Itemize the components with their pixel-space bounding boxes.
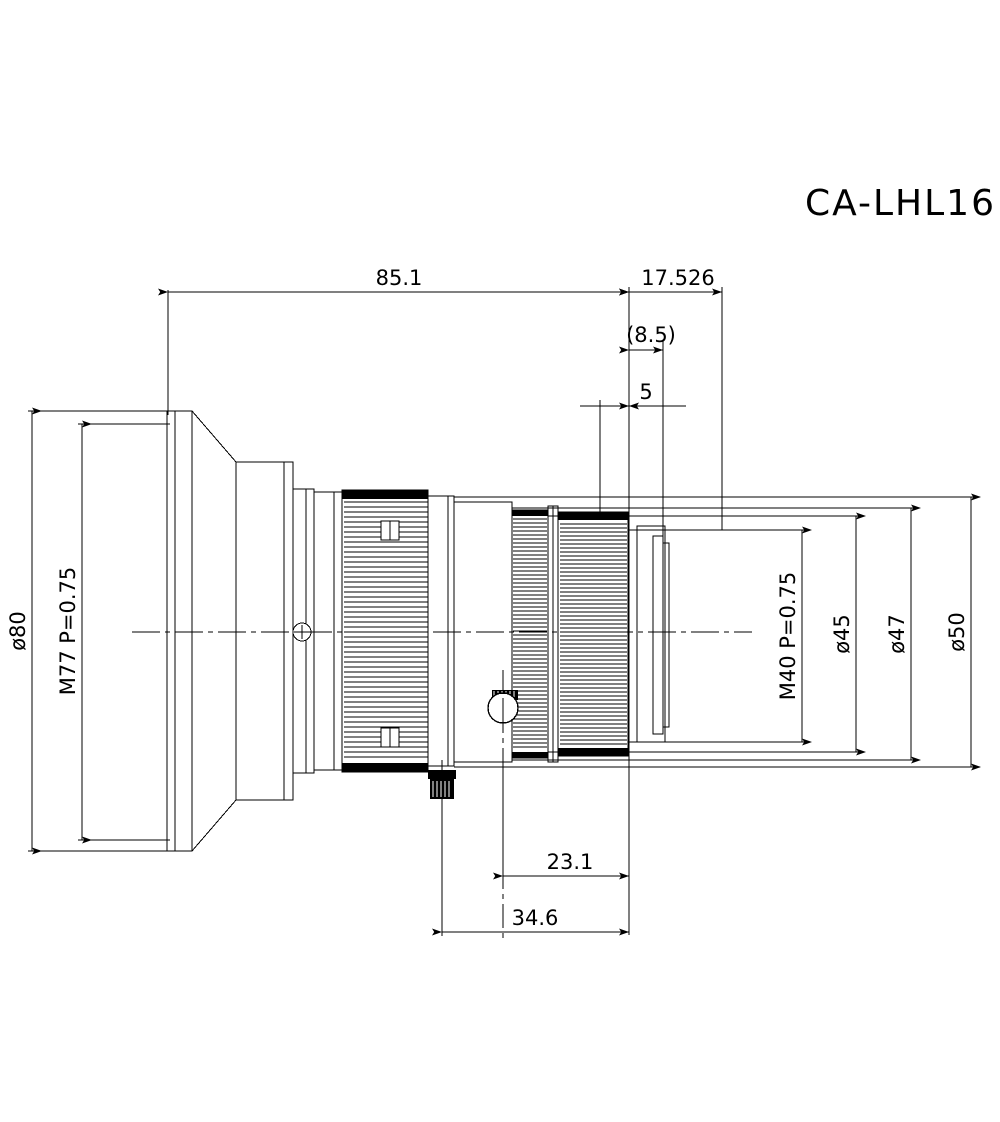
extension-lines-top (167, 287, 723, 620)
dim-label-dia-45: ø45 (830, 614, 854, 654)
dim-17-526: 17.526 (619, 266, 722, 296)
dim-label-23-1: 23.1 (547, 850, 594, 874)
dim-label-dia-47: ø47 (885, 614, 909, 654)
rear-flange (166, 410, 193, 852)
dim-label-5: 5 (639, 380, 652, 404)
dim-thread-m77: M77 P=0.75 (56, 420, 92, 844)
dim-label-34-6: 34.6 (512, 906, 559, 930)
dim-label-17-526: 17.526 (641, 266, 714, 290)
taper (191, 410, 294, 852)
dim-thread-m40: M40 P=0.75 (776, 526, 812, 746)
dim-label-thread-m40: M40 P=0.75 (776, 572, 800, 701)
dim-label-8-5: (8.5) (626, 323, 676, 347)
extension-lines-bottom (441, 620, 630, 935)
dim-dia-80: ø80 (6, 407, 42, 855)
dim-dia-50: ø50 (945, 493, 981, 771)
dim-34-6: 34.6 (432, 906, 629, 936)
dim-label-dia-50: ø50 (945, 612, 969, 652)
lens-body-outline (166, 410, 670, 852)
drawing-title: CA-LHL16 (805, 183, 996, 224)
zoom-ring (557, 511, 629, 757)
extension-lines-right (454, 496, 980, 768)
dim-dia-47: ø47 (885, 504, 921, 764)
barrel-mid2 (427, 495, 513, 767)
dim-label-85-1: 85.1 (376, 266, 423, 290)
dim-85-1: 85.1 (158, 266, 629, 296)
focus-ring (341, 489, 429, 773)
aperture-ring (511, 505, 559, 763)
front-barrel (636, 525, 670, 743)
dim-8-5: (8.5) (619, 323, 676, 354)
dim-5: 5 (580, 380, 686, 410)
dim-label-thread-m77: M77 P=0.75 (56, 567, 80, 696)
dim-label-dia-80: ø80 (6, 611, 30, 651)
dim-dia-45: ø45 (830, 512, 866, 756)
dim-23-1: 23.1 (493, 850, 629, 880)
extension-lines-left (28, 410, 172, 852)
